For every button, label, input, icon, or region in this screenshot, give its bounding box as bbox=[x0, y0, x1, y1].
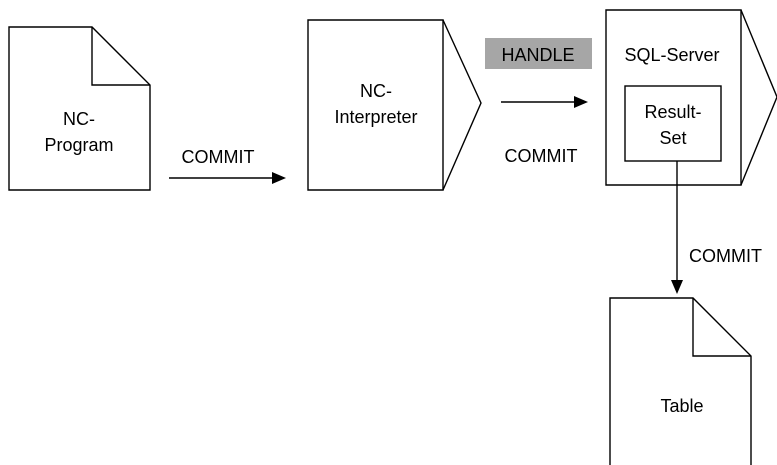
nc-program-folded-corner bbox=[91, 27, 150, 86]
edge-resultset-to-table: COMMIT bbox=[671, 161, 762, 294]
result-set-node: Result- Set bbox=[624, 85, 722, 162]
nc-interpreter-node: NC- Interpreter bbox=[307, 19, 482, 191]
nc-program-node: NC- Program bbox=[8, 26, 151, 191]
nc-program-label-line2: Program bbox=[44, 135, 113, 155]
sql-server-label: SQL-Server bbox=[624, 45, 719, 65]
nc-interpreter-box bbox=[307, 19, 444, 191]
table-document-shape bbox=[609, 297, 752, 465]
result-set-label-line2: Set bbox=[659, 128, 686, 148]
handle-label: HANDLE bbox=[501, 45, 574, 65]
commit-label-1: COMMIT bbox=[182, 147, 255, 167]
edge-interpreter-to-server: HANDLE COMMIT bbox=[485, 38, 592, 166]
nc-interpreter-chevron bbox=[442, 19, 482, 191]
handle-highlight bbox=[485, 38, 592, 69]
sql-server-chevron bbox=[740, 9, 777, 186]
commit-label-3: COMMIT bbox=[689, 246, 762, 266]
result-set-label-line1: Result- bbox=[644, 102, 701, 122]
commit-arrow-3-head bbox=[671, 280, 683, 294]
table-folded-corner bbox=[692, 298, 751, 357]
result-set-box bbox=[624, 85, 722, 162]
nc-program-label-line1: NC- bbox=[63, 109, 95, 129]
nc-program-document-shape bbox=[8, 26, 151, 191]
edge-program-to-interpreter: COMMIT bbox=[169, 147, 286, 184]
table-label: Table bbox=[660, 396, 703, 416]
commit-label-2: COMMIT bbox=[505, 146, 578, 166]
table-node: Table bbox=[609, 297, 752, 465]
nc-interpreter-label-line2: Interpreter bbox=[334, 107, 417, 127]
commit-arrow-2-head bbox=[574, 96, 588, 108]
commit-arrow-1-head bbox=[272, 172, 286, 184]
nc-interpreter-label-line1: NC- bbox=[360, 81, 392, 101]
